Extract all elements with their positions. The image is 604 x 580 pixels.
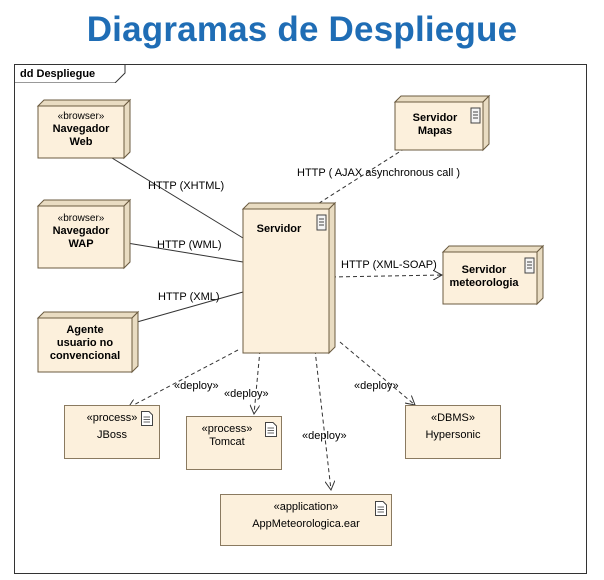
page-title: Diagramas de Despliegue: [86, 10, 518, 49]
edge-label-deploy: «deploy»: [302, 430, 347, 442]
node-servidor-meteorologia: Servidor meteorologia: [441, 244, 545, 306]
node-name: Mapas: [417, 125, 453, 137]
component-stereotype: «process»: [201, 423, 253, 435]
document-icon: [265, 422, 277, 437]
edge-deploy4-line: [339, 341, 415, 405]
frame-tab: [15, 65, 126, 83]
node-agente: Agente usuario no convencional: [36, 310, 140, 374]
edge-soap-line: [331, 275, 442, 277]
server-icon: [524, 257, 535, 274]
node-name: Web: [69, 136, 93, 148]
node-name: usuario no: [56, 337, 114, 349]
component-stereotype: «process»: [86, 412, 138, 424]
component-name: Hypersonic: [425, 429, 481, 441]
node-stereotype: «browser»: [57, 213, 105, 224]
node-name: Navegador: [52, 225, 110, 237]
edge-wml-line: [126, 242, 244, 263]
component-app: «application» AppMeteorologica.ear: [220, 494, 392, 546]
node-name: WAP: [68, 238, 94, 250]
document-icon: [375, 501, 387, 516]
node-name: Agente: [66, 324, 104, 336]
edge-label-deploy: «deploy»: [354, 380, 399, 392]
component-jboss: «process» JBoss: [64, 405, 160, 459]
frame-label: dd Despliegue: [20, 68, 96, 80]
edge-label-deploy: «deploy»: [224, 388, 269, 400]
edge-label-soap: HTTP (XML-SOAP): [341, 259, 437, 271]
component-stereotype: «application»: [273, 501, 339, 513]
component-tomcat: «process» Tomcat: [186, 416, 282, 470]
edge-label-deploy: «deploy»: [174, 380, 219, 392]
edge-label-xhtml: HTTP (XHTML): [148, 180, 225, 192]
node-name: Servidor: [256, 223, 302, 235]
node-servidor: Servidor: [241, 201, 337, 355]
component-stereotype: «DBMS»: [430, 412, 476, 424]
node-navegador-wap: «browser» Navegador WAP: [36, 198, 132, 270]
server-icon: [470, 107, 481, 124]
node-servidor-mapas: Servidor Mapas: [393, 94, 491, 152]
edge-xml-line: [136, 291, 244, 323]
node-name: Servidor: [461, 264, 507, 276]
edge-deploy1-line: [128, 349, 239, 408]
edge-label-xml: HTTP (XML): [158, 291, 220, 303]
server-icon: [316, 214, 327, 231]
edge-xhtml-line: [111, 157, 244, 239]
component-hypersonic: «DBMS» Hypersonic: [405, 405, 501, 459]
node-name: Navegador: [52, 123, 110, 135]
edge-deploy3-line: [314, 349, 331, 490]
component-name: Tomcat: [209, 436, 245, 448]
edge-label-wml: HTTP (WML): [157, 239, 222, 251]
node-name: convencional: [49, 350, 121, 362]
document-icon: [141, 411, 153, 426]
node-navegador-web: «browser» Navegador Web: [36, 98, 132, 160]
node-stereotype: «browser»: [57, 111, 105, 122]
edge-deploy2-line: [254, 349, 261, 414]
node-name: meteorologia: [449, 277, 519, 289]
node-name: Servidor: [412, 112, 458, 124]
edge-label-ajax: HTTP ( AJAX asynchronous call ): [297, 167, 461, 179]
component-name: AppMeteorologica.ear: [252, 518, 360, 530]
component-name: JBoss: [97, 429, 127, 441]
